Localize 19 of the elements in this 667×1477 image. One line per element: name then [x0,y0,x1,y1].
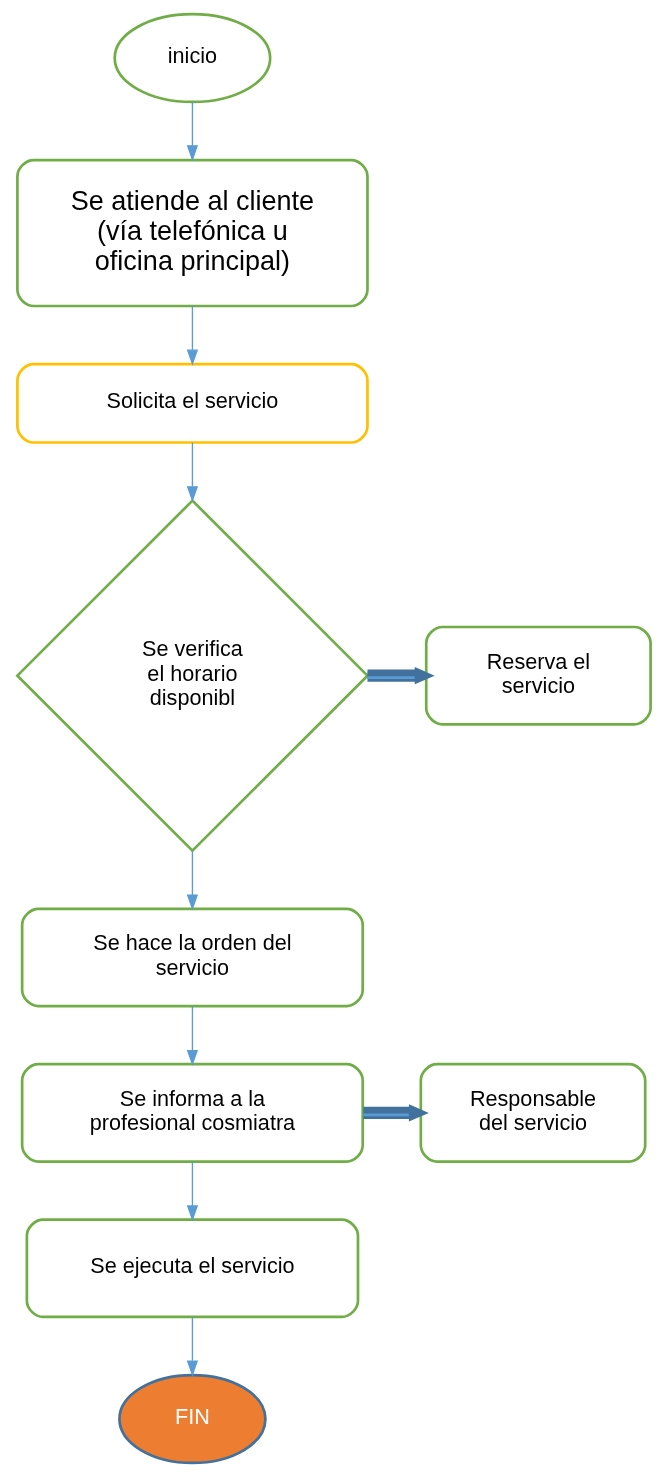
arrow [186,1316,198,1377]
node-ellipse: FIN [117,1373,267,1465]
arrow [362,1104,429,1122]
node-box: Responsable del servicio [419,1062,647,1163]
arrow [186,1005,198,1067]
node-ellipse: inicio [112,12,271,104]
arrow [366,666,435,685]
node-box: Se hace la orden del servicio [20,907,364,1008]
arrow [186,1161,198,1222]
node-box: Reserva el servicio [424,625,652,726]
arrow [186,101,198,162]
node-box: Solicita el servicio [15,362,369,444]
arrow [186,305,198,366]
node-box: Se informa a la profesional cosmiatra [20,1062,364,1163]
node-box: Se atiende al cliente (vía telefónica u oficina principal) [15,158,369,308]
node-box: Se ejecuta el servicio [25,1218,359,1319]
arrow [186,850,198,911]
arrow [186,442,198,503]
node-diamond: Se verifica el horario disponibl [15,498,369,853]
